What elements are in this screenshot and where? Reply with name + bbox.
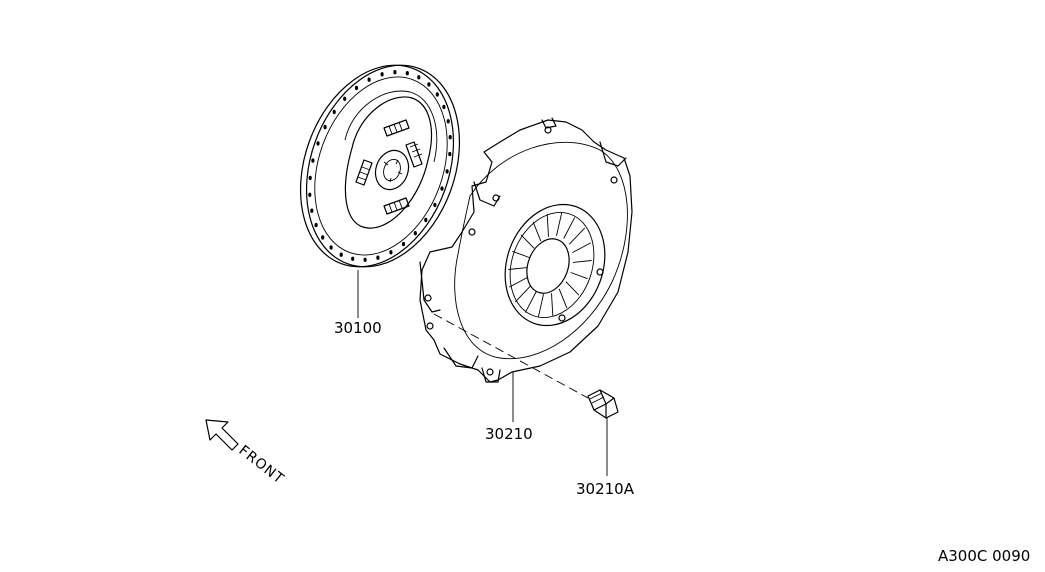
rivet-hole — [435, 92, 439, 97]
spring-finger — [568, 227, 586, 245]
disc-rivet-holes — [308, 70, 452, 262]
rivet-hole — [401, 241, 406, 247]
rivet-hole — [413, 231, 417, 236]
rivet-hole — [354, 85, 359, 91]
rivet-hole — [417, 75, 421, 80]
spring-finger — [509, 277, 528, 288]
spring-finger — [537, 294, 544, 318]
rivet-hole — [389, 250, 393, 255]
rivet-hole — [446, 119, 450, 124]
part-number-30100[interactable]: 30100 — [334, 319, 382, 337]
part-number-30210A[interactable]: 30210A — [576, 480, 635, 498]
clutch-pressure-plate[interactable] — [419, 117, 633, 383]
rivet-hole — [321, 235, 325, 240]
spring-finger — [551, 293, 554, 316]
rivet-hole — [323, 124, 327, 130]
spring-finger — [508, 267, 528, 270]
clutch-disc[interactable] — [274, 44, 486, 289]
rivet-hole — [440, 186, 444, 191]
rivet-hole — [308, 192, 312, 197]
rivet-hole — [442, 104, 446, 110]
rivet-hole — [433, 202, 437, 208]
rivet-hole — [329, 245, 333, 250]
spring-finger — [556, 212, 563, 236]
rivet-hole — [376, 255, 380, 260]
cover-holes — [424, 126, 618, 376]
front-label: FRONT — [236, 443, 287, 488]
assembly-dashed-line — [433, 313, 589, 399]
spring-finger — [565, 281, 580, 296]
diagram-code: A300C 0090 — [938, 547, 1030, 565]
diaphragm-spring-fingers — [508, 212, 592, 318]
rivet-hole — [351, 256, 355, 261]
rivet-hole — [380, 72, 384, 77]
spring-finger — [524, 291, 537, 313]
rivet-hole — [393, 70, 397, 75]
spring-finger — [546, 214, 549, 237]
rivet-hole — [363, 257, 367, 262]
rivet-hole — [445, 169, 449, 174]
rivet-hole — [314, 222, 318, 228]
rivet-hole — [405, 71, 409, 76]
spring-finger — [532, 221, 542, 242]
rivet-hole — [316, 141, 320, 146]
rivet-hole — [448, 151, 452, 157]
rivet-hole — [308, 175, 312, 181]
front-direction-arrow-icon — [205, 419, 239, 451]
spring-finger — [570, 272, 588, 280]
spring-finger — [520, 234, 535, 249]
bolt[interactable] — [587, 389, 619, 419]
rivet-hole — [311, 158, 315, 163]
rivet-hole — [367, 77, 371, 82]
spring-finger — [572, 260, 592, 263]
part-number-30210[interactable]: 30210 — [485, 425, 533, 443]
spring-finger — [558, 288, 568, 309]
rivet-hole — [332, 109, 336, 115]
spring-finger — [512, 250, 530, 258]
spring-finger — [572, 242, 591, 253]
spring-finger — [514, 285, 532, 303]
rivet-hole — [448, 135, 452, 140]
spring-finger — [563, 217, 576, 239]
rivet-hole — [310, 208, 314, 213]
damper-springs — [355, 119, 423, 215]
rivet-hole — [424, 217, 428, 223]
rivet-hole — [339, 252, 343, 257]
rivet-hole — [343, 96, 347, 102]
rivet-hole — [427, 82, 431, 87]
